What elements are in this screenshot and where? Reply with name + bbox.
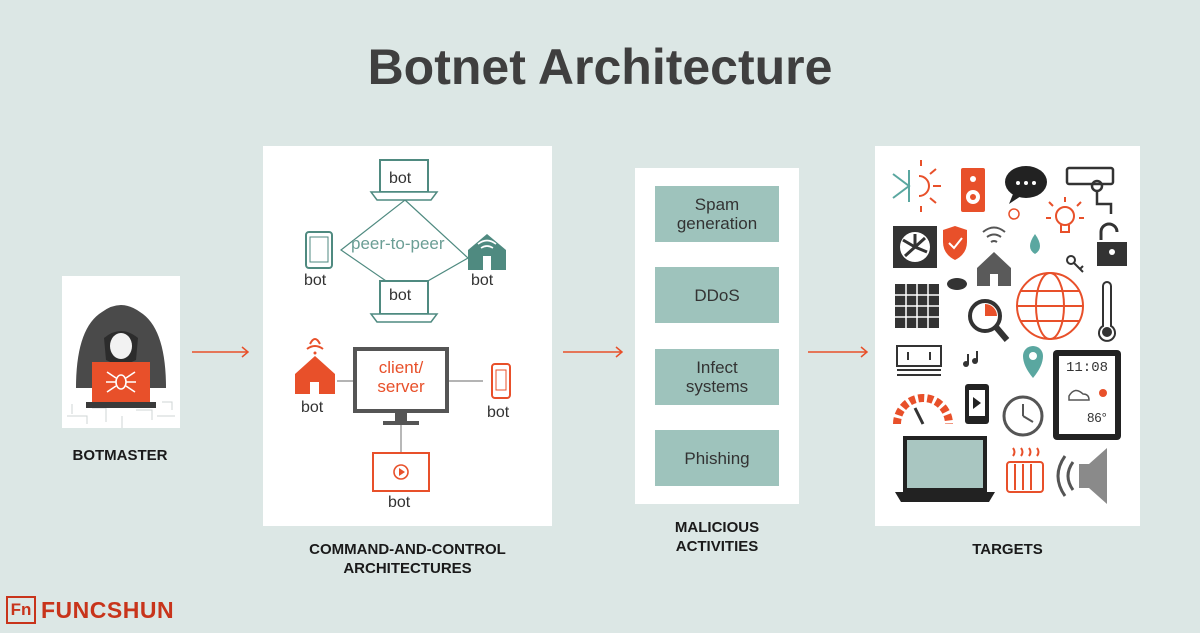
clock-icon	[1002, 395, 1044, 437]
activity-label: Phishing	[684, 448, 750, 468]
air-conditioner-icon	[896, 345, 942, 376]
laptop-icon	[895, 436, 995, 502]
bot-label: bot	[301, 399, 324, 416]
security-camera-icon	[1065, 166, 1115, 214]
video-player-icon	[372, 452, 430, 492]
speaker-volume-icon	[1056, 448, 1107, 504]
radiator-icon	[1006, 447, 1044, 493]
arrow-right-icon	[192, 346, 250, 358]
speaker-icon	[961, 168, 985, 212]
gauge-icon	[893, 394, 953, 425]
client-server-line2: server	[377, 377, 425, 396]
shield-icon	[943, 226, 967, 260]
arrow-right-icon	[808, 346, 869, 358]
botmaster-panel	[62, 276, 180, 428]
client-server-line1: client/	[378, 358, 424, 377]
cnc-caption-line1: COMMAND-AND-CONTROL	[309, 541, 506, 558]
clock-display: 11:08	[1066, 360, 1108, 376]
malicious-caption-line1: MALICIOUS	[674, 519, 760, 536]
logo-text: FUNCSHUN	[41, 596, 175, 623]
monitor-icon	[353, 347, 449, 425]
cloud-icon	[947, 278, 967, 290]
solar-panel-icon	[895, 284, 939, 328]
temp-display: 86°	[1087, 410, 1107, 425]
laptop-icon	[369, 159, 439, 201]
activity-infect: Infect systems	[655, 349, 779, 405]
activity-phishing: Phishing	[655, 430, 779, 486]
music-note-icon	[963, 351, 978, 367]
fan-icon	[893, 226, 937, 268]
logo-mark: Fn	[10, 600, 32, 619]
cnc-caption-line2: ARCHITECTURES	[343, 560, 472, 577]
globe-icon	[1016, 272, 1084, 340]
bot-label: bot	[304, 272, 327, 289]
page-title: Botnet Architecture	[367, 39, 833, 95]
malicious-caption-line2: ACTIVITIES	[675, 538, 759, 555]
bot-label: bot	[471, 272, 494, 289]
house-icon	[977, 252, 1011, 286]
magnifier-icon	[968, 299, 1010, 342]
activity-label: Spam	[694, 195, 740, 214]
brand-logo[interactable]: Fn FUNCSHUN	[6, 596, 174, 624]
targets-icon-grid: 11:08 86°	[892, 160, 1127, 504]
bot-label: bot	[487, 404, 510, 421]
client-server-label: client/ server	[359, 358, 443, 396]
arrow-right-icon	[563, 346, 624, 358]
targets-caption: TARGETS	[972, 541, 1043, 558]
tablet-display-icon: 11:08 86°	[1053, 350, 1121, 440]
logo-mark-icon: Fn	[6, 596, 36, 624]
chat-bubble-icon	[1005, 166, 1047, 220]
activity-label: Infect	[696, 358, 738, 377]
smart-home-icon	[295, 338, 335, 394]
phone-play-icon	[965, 384, 989, 424]
hooded-hacker-icon	[67, 305, 175, 428]
smart-home-icon	[468, 234, 506, 270]
targets-panel: 11:08 86°	[875, 146, 1140, 526]
peer-to-peer-label: peer-to-peer	[351, 234, 445, 253]
wifi-icon	[982, 226, 1006, 243]
key-icon	[1066, 255, 1084, 273]
cnc-panel: bot bot bot bot peer-to-peer client/ ser…	[263, 146, 552, 526]
botmaster-caption: BOTMASTER	[72, 447, 168, 464]
location-pin-icon	[1023, 346, 1043, 378]
activity-label: generation	[676, 214, 758, 233]
light-bulb-icon	[1046, 197, 1084, 233]
sun-sensor-icon	[892, 160, 941, 212]
tablet-icon	[305, 231, 333, 269]
bot-label: bot	[389, 287, 412, 304]
activity-label: DDoS	[694, 285, 740, 305]
activity-label: systems	[685, 377, 749, 396]
cnc-diagram	[295, 159, 511, 492]
water-drop-icon	[1030, 234, 1040, 254]
smartphone-icon	[491, 363, 511, 399]
laptop-icon	[369, 280, 439, 323]
malicious-panel: Spam generation DDoS Infect systems Phis…	[635, 168, 799, 504]
malicious-caption: MALICIOUS ACTIVITIES	[635, 518, 799, 556]
bot-label: bot	[388, 494, 411, 511]
activity-ddos: DDoS	[655, 267, 779, 323]
padlock-icon	[1097, 222, 1127, 266]
bot-label: bot	[389, 170, 412, 187]
activity-spam: Spam generation	[655, 186, 779, 242]
thermometer-icon	[1098, 281, 1116, 342]
cnc-caption: COMMAND-AND-CONTROL ARCHITECTURES	[263, 540, 552, 578]
